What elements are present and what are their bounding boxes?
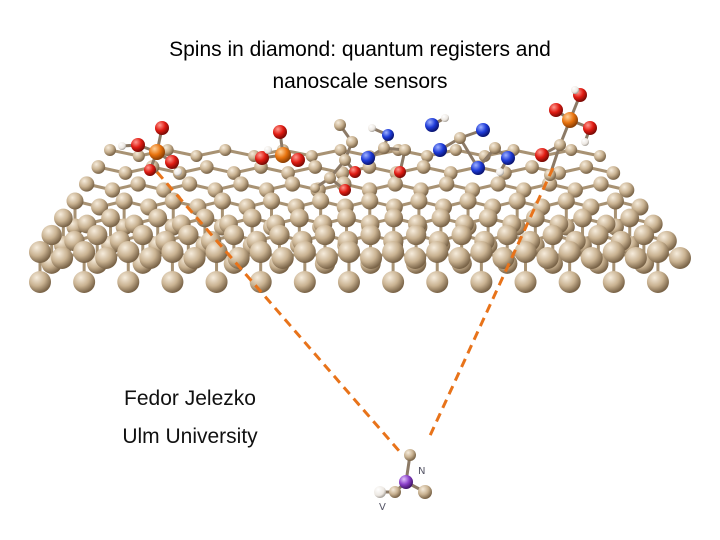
title-line-1: Spins in diamond: quantum registers and <box>169 38 551 61</box>
dashed-line-left <box>155 171 402 453</box>
author-block: Fedor Jelezko Ulm University <box>95 380 285 456</box>
author-name: Fedor Jelezko <box>124 387 256 410</box>
nv-label-n: N <box>418 466 425 477</box>
dashed-line-right <box>426 167 555 441</box>
title-line-2: nanoscale sensors <box>272 70 448 93</box>
diamond-lattice <box>29 144 691 293</box>
nv-center <box>374 449 432 499</box>
surface-molecules <box>118 86 597 196</box>
slide-title: Spins in diamond: quantum registers and … <box>0 34 720 98</box>
sensing-lines <box>155 167 555 453</box>
nv-label-v: V <box>379 502 386 513</box>
author-affiliation: Ulm University <box>122 425 258 448</box>
